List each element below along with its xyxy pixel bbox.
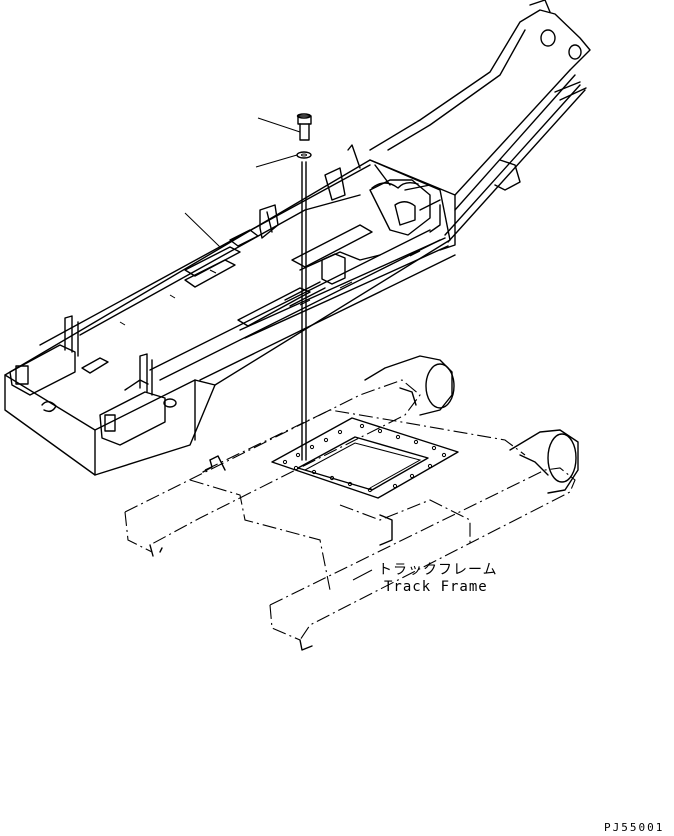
- washer: [296, 151, 312, 159]
- mounting-plate: [271, 417, 459, 499]
- callout-leader-washer: [255, 154, 298, 168]
- track-frame-label-japanese: トラックフレーム: [378, 562, 498, 578]
- upper-frame: [4, 144, 456, 476]
- callout-leader-bolt: [257, 117, 301, 133]
- boom: [369, 0, 591, 251]
- callout-leader-frame: [184, 212, 221, 248]
- bolt: [296, 113, 312, 141]
- track-frame: [124, 355, 579, 651]
- track-frame-label-english: Track Frame: [384, 579, 488, 595]
- callout-leader-track-frame: [352, 569, 373, 581]
- alignment-line: [301, 161, 307, 461]
- drawing-code: PJ55001: [604, 821, 665, 834]
